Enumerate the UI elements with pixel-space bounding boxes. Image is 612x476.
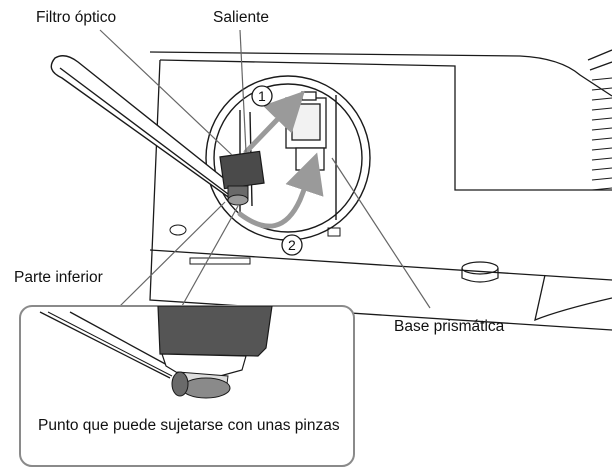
projector-foot <box>461 261 499 283</box>
step-1-number: 1 <box>258 88 266 104</box>
bottom-part-label: Parte inferior <box>14 269 103 286</box>
protrusion-label: Saliente <box>213 9 270 26</box>
optical-filter-label: Filtro óptico <box>36 9 117 26</box>
tweezer-point-label: Punto que puede sujetarse con unas pinza… <box>38 417 340 434</box>
prism-base-label: Base prismática <box>394 318 505 335</box>
vent-grille <box>591 77 612 191</box>
step-arrows <box>237 90 324 229</box>
zoom-callout <box>19 305 355 467</box>
optical-filter <box>219 150 265 206</box>
step-2-marker <box>281 234 303 256</box>
step-1-marker <box>251 85 273 107</box>
tweezer <box>50 55 248 205</box>
step-2-number: 2 <box>288 237 296 253</box>
projector-details <box>169 224 341 265</box>
